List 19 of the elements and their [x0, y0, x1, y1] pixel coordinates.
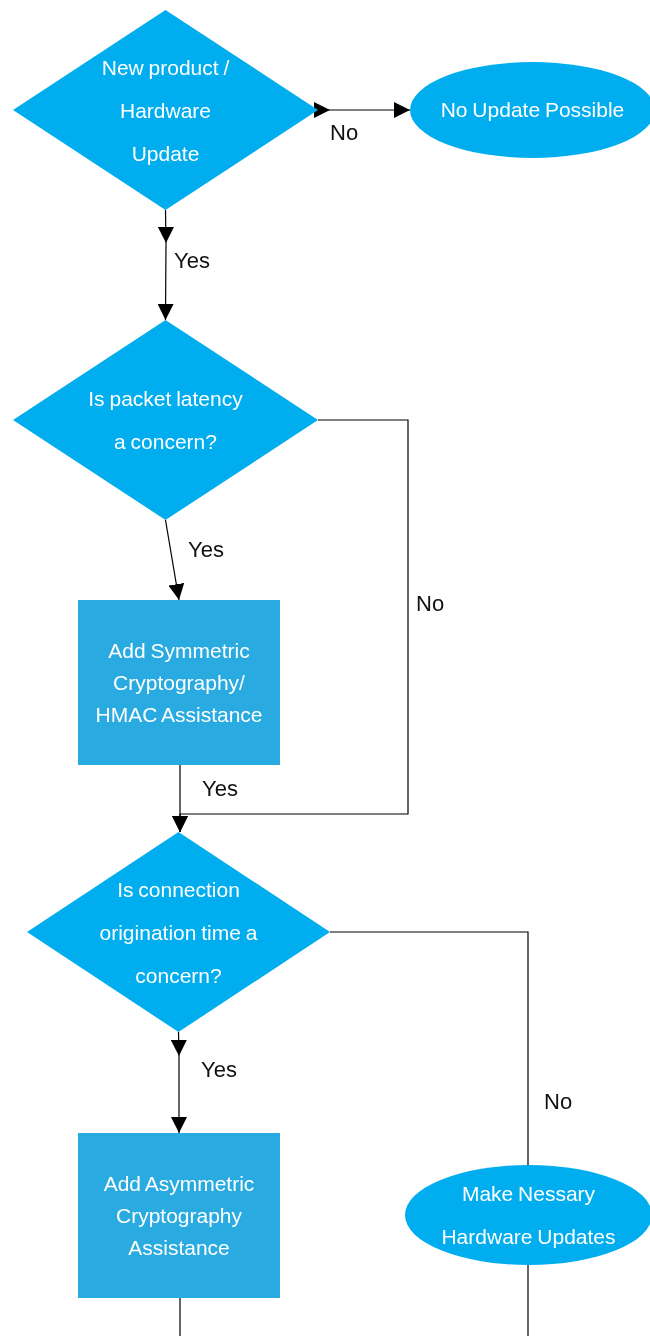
decision-diamond — [13, 10, 318, 210]
node-label: Make Nessary Hardware Updates — [440, 1181, 617, 1250]
process-box — [78, 600, 280, 765]
node-label: Add Symmetric Cryptography/ HMAC Assistance — [94, 637, 264, 728]
node-label: Is packet latency a concern? — [87, 386, 244, 455]
node-label: No Update Possible — [439, 97, 626, 123]
line — [527, 1264, 529, 1336]
arrow — [314, 102, 411, 118]
arrow — [172, 764, 188, 833]
arrow — [171, 1031, 187, 1134]
node-label: Add Asymmetric Cryptography Assistance — [102, 1170, 256, 1261]
node-label: Is connection origination time a concern? — [98, 876, 259, 989]
arrow — [164, 519, 185, 601]
decision-diamond — [13, 320, 318, 520]
arrow — [158, 209, 174, 321]
decision-diamond — [27, 832, 330, 1032]
node-label: New product / Hardware Update — [100, 54, 231, 167]
line — [179, 1297, 181, 1336]
process-box — [78, 1133, 280, 1298]
